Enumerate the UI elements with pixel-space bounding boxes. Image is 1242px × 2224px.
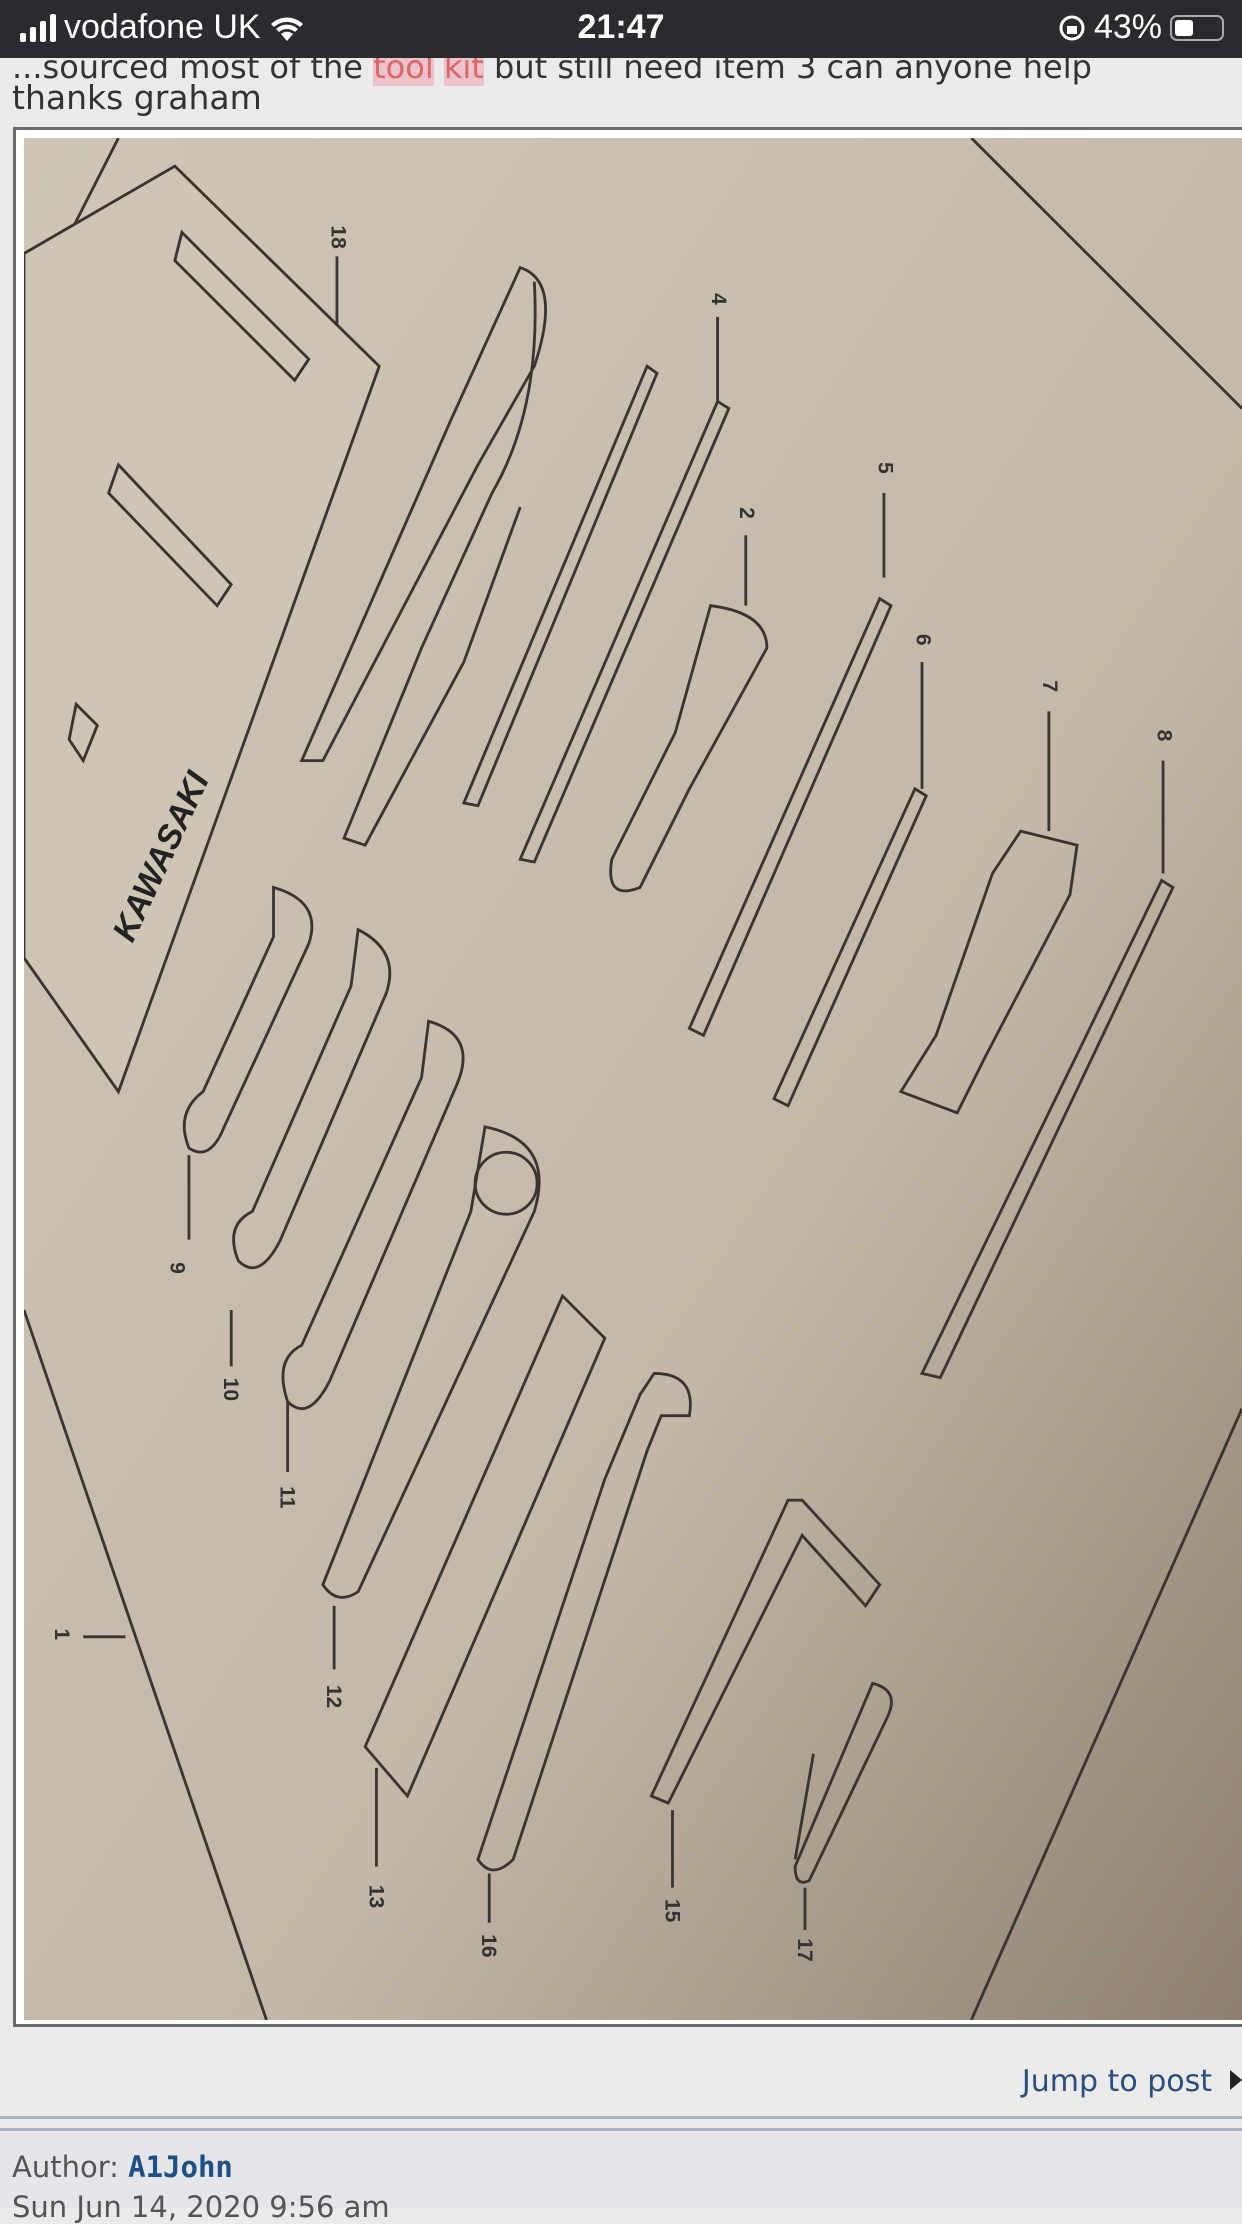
spanner-9 bbox=[182, 885, 314, 1154]
post-author: Author: A1John bbox=[12, 2150, 233, 2184]
label-18: 18 bbox=[326, 225, 349, 249]
signal-icon bbox=[20, 13, 56, 42]
arrow-right-icon bbox=[1230, 2070, 1242, 2090]
tool-bag bbox=[24, 164, 381, 1095]
label-12: 12 bbox=[322, 1685, 345, 1708]
label-11: 11 bbox=[276, 1486, 299, 1509]
author-link[interactable]: A1John bbox=[128, 2150, 233, 2184]
label-17: 17 bbox=[793, 1938, 816, 1961]
label-7: 7 bbox=[1038, 680, 1061, 692]
rotation-lock-icon bbox=[1059, 15, 1085, 40]
flat-bar-13 bbox=[363, 1293, 607, 1799]
jump-to-post-link[interactable]: Jump to post bbox=[1021, 2064, 1212, 2099]
wifi-icon bbox=[270, 17, 303, 41]
divider bbox=[0, 2128, 1242, 2131]
label-9: 9 bbox=[166, 1262, 189, 1274]
spanner-10 bbox=[232, 927, 392, 1270]
battery-icon bbox=[1170, 14, 1224, 41]
screwdriver bbox=[609, 604, 769, 893]
carrier: vodafone UK bbox=[64, 8, 261, 46]
post-date: Sun Jun 14, 2020 9:56 am bbox=[12, 2190, 390, 2224]
highlight-kit: kit bbox=[443, 48, 484, 86]
label-4: 4 bbox=[707, 293, 730, 305]
label-10: 10 bbox=[219, 1378, 242, 1401]
pin-17 bbox=[793, 1681, 893, 1884]
battery-percent: 43% bbox=[1093, 8, 1162, 46]
label-15: 15 bbox=[660, 1899, 683, 1923]
tool-kit-diagram-photo[interactable]: KAWASAKI 18 4 2 5 6 7 8 9 10 11 12 13 16… bbox=[24, 138, 1242, 2020]
label-13: 13 bbox=[364, 1885, 387, 1908]
box-spanner bbox=[898, 829, 1079, 1115]
label-1: 1 bbox=[50, 1628, 73, 1640]
clock: 21:47 bbox=[577, 8, 665, 46]
c-spanner-16 bbox=[476, 1372, 692, 1872]
ring-spanner-12 bbox=[321, 1125, 541, 1599]
label-8: 8 bbox=[1152, 730, 1175, 742]
next-post bbox=[0, 2131, 1242, 2208]
label-6: 6 bbox=[911, 634, 934, 646]
label-5: 5 bbox=[873, 462, 896, 474]
post-signature: thanks graham bbox=[12, 78, 262, 117]
post-text-partial: ...sourced most of the tool kit but stil… bbox=[12, 48, 1092, 86]
spanner-11 bbox=[281, 1019, 465, 1411]
label-16: 16 bbox=[477, 1934, 500, 1957]
pliers bbox=[299, 265, 547, 847]
status-bar: vodafone UK 21:47 43% bbox=[0, 0, 1242, 58]
divider bbox=[0, 2116, 1242, 2119]
label-2: 2 bbox=[735, 507, 758, 519]
hex-key-15 bbox=[649, 1498, 882, 1805]
diagram-labels: 18 4 2 5 6 7 8 9 10 11 12 13 16 15 17 1 bbox=[50, 225, 1175, 1961]
highlight-tool: tool bbox=[373, 48, 434, 86]
